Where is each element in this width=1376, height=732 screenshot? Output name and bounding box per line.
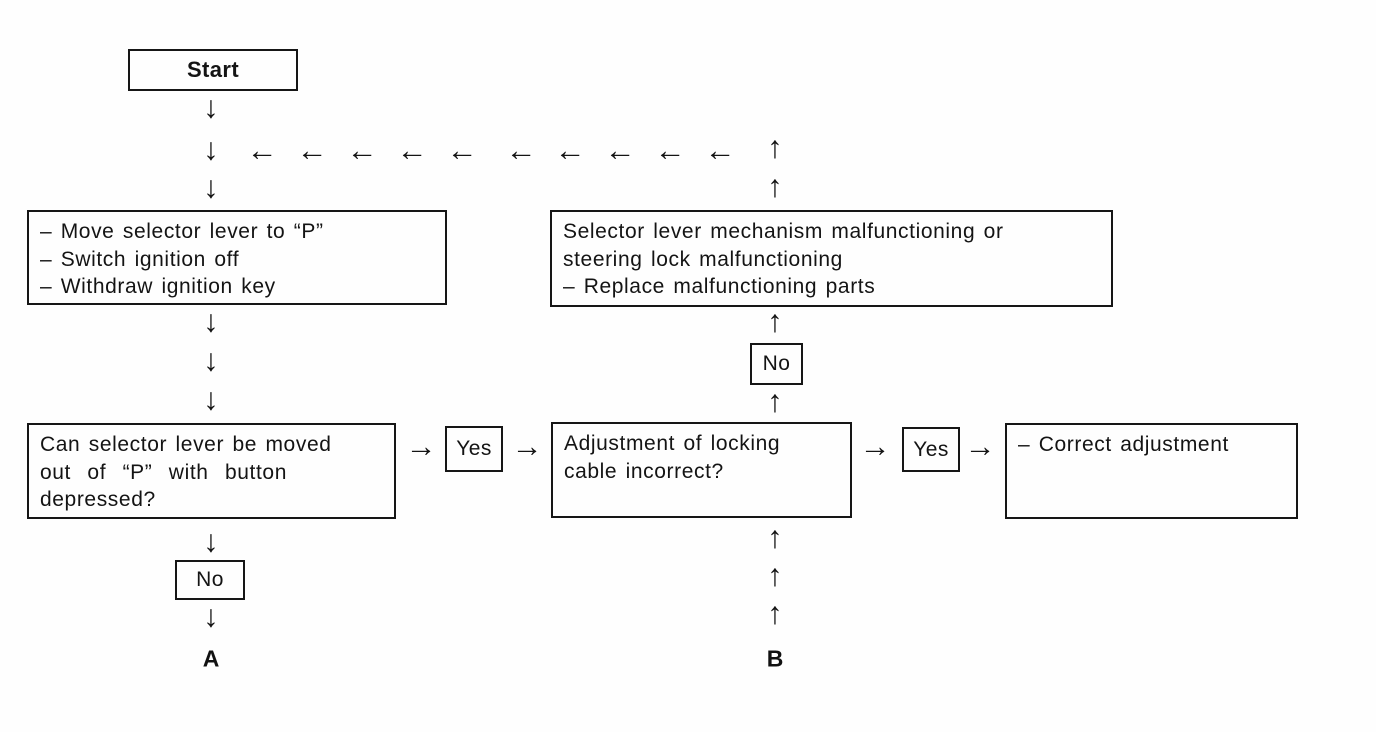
connector-b-label: B (766, 645, 784, 672)
arrow-down-icon: ↓ (203, 89, 219, 125)
no-label: No (196, 568, 224, 591)
arrow-left-icon: ← (505, 132, 537, 168)
box-text-line: Adjustment of locking (564, 432, 781, 455)
arrow-down-icon: ↓ (203, 598, 219, 634)
arrow-up-icon: ↑ (767, 557, 783, 593)
arrow-down-icon: ↓ (203, 303, 219, 339)
box-text-line: – Withdraw ignition key (40, 275, 276, 298)
arrow-down-icon: ↓ (203, 169, 219, 205)
arrow-left-icon: ← (654, 132, 686, 168)
yes-badge-lever: Yes (445, 426, 503, 472)
arrow-right-icon: → (964, 428, 996, 464)
box-text-line: – Move selector lever to “P” (40, 220, 324, 243)
arrow-up-icon: ↑ (767, 168, 783, 204)
arrow-down-icon: ↓ (203, 342, 219, 378)
yes-badge-cable: Yes (902, 427, 960, 472)
arrow-right-icon: → (405, 428, 437, 464)
arrow-up-icon: ↑ (767, 303, 783, 339)
arrow-left-icon: ← (296, 132, 328, 168)
cable-question-box: Adjustment of locking cable incorrect? (551, 422, 852, 518)
arrow-right-icon: → (511, 428, 543, 464)
start-box: Start (128, 49, 298, 91)
box-text-line: cable incorrect? (564, 459, 724, 483)
arrow-left-icon: ← (446, 132, 478, 168)
arrow-left-icon: ← (396, 132, 428, 168)
arrow-up-icon: ↑ (767, 595, 783, 631)
box-text-line: – Correct adjustment (1018, 433, 1229, 456)
arrow-left-icon: ← (704, 132, 736, 168)
box-text-line: out of “P” with button (40, 460, 287, 484)
box-text-line: – Switch ignition off (40, 247, 240, 271)
arrow-up-icon: ↑ (767, 519, 783, 555)
no-badge-cable: No (750, 343, 803, 385)
arrow-left-icon: ← (554, 132, 586, 168)
yes-label: Yes (456, 437, 492, 460)
lever-question-box: Can selector lever be moved out of “P” w… (27, 423, 396, 519)
no-label: No (762, 352, 791, 375)
arrow-down-icon: ↓ (203, 381, 219, 417)
box-text-line: – Replace malfunctioning parts (563, 275, 876, 298)
arrow-up-icon: ↑ (767, 129, 783, 165)
replace-parts-box: Selector lever mechanism malfunctioning … (550, 210, 1113, 307)
yes-label: Yes (913, 437, 949, 461)
prepare-instructions-box: – Move selector lever to “P” – Switch ig… (27, 210, 447, 305)
arrow-down-icon: ↓ (203, 523, 219, 559)
box-text-line: Can selector lever be moved (40, 433, 332, 456)
no-badge-lever: No (175, 560, 245, 600)
correct-adjustment-box: – Correct adjustment (1005, 423, 1298, 519)
arrow-left-icon: ← (604, 132, 636, 168)
box-text-line: steering lock malfunctioning (563, 247, 843, 271)
arrow-left-icon: ← (246, 132, 278, 168)
arrow-down-icon: ↓ (203, 131, 219, 167)
connector-a-label: A (202, 645, 220, 672)
box-text-line: Selector lever mechanism malfunctioning … (563, 220, 1004, 243)
arrow-up-icon: ↑ (767, 383, 783, 419)
arrow-left-icon: ← (346, 132, 378, 168)
arrow-right-icon: → (859, 428, 891, 464)
start-label: Start (186, 57, 240, 82)
box-text-line: depressed? (40, 488, 156, 511)
